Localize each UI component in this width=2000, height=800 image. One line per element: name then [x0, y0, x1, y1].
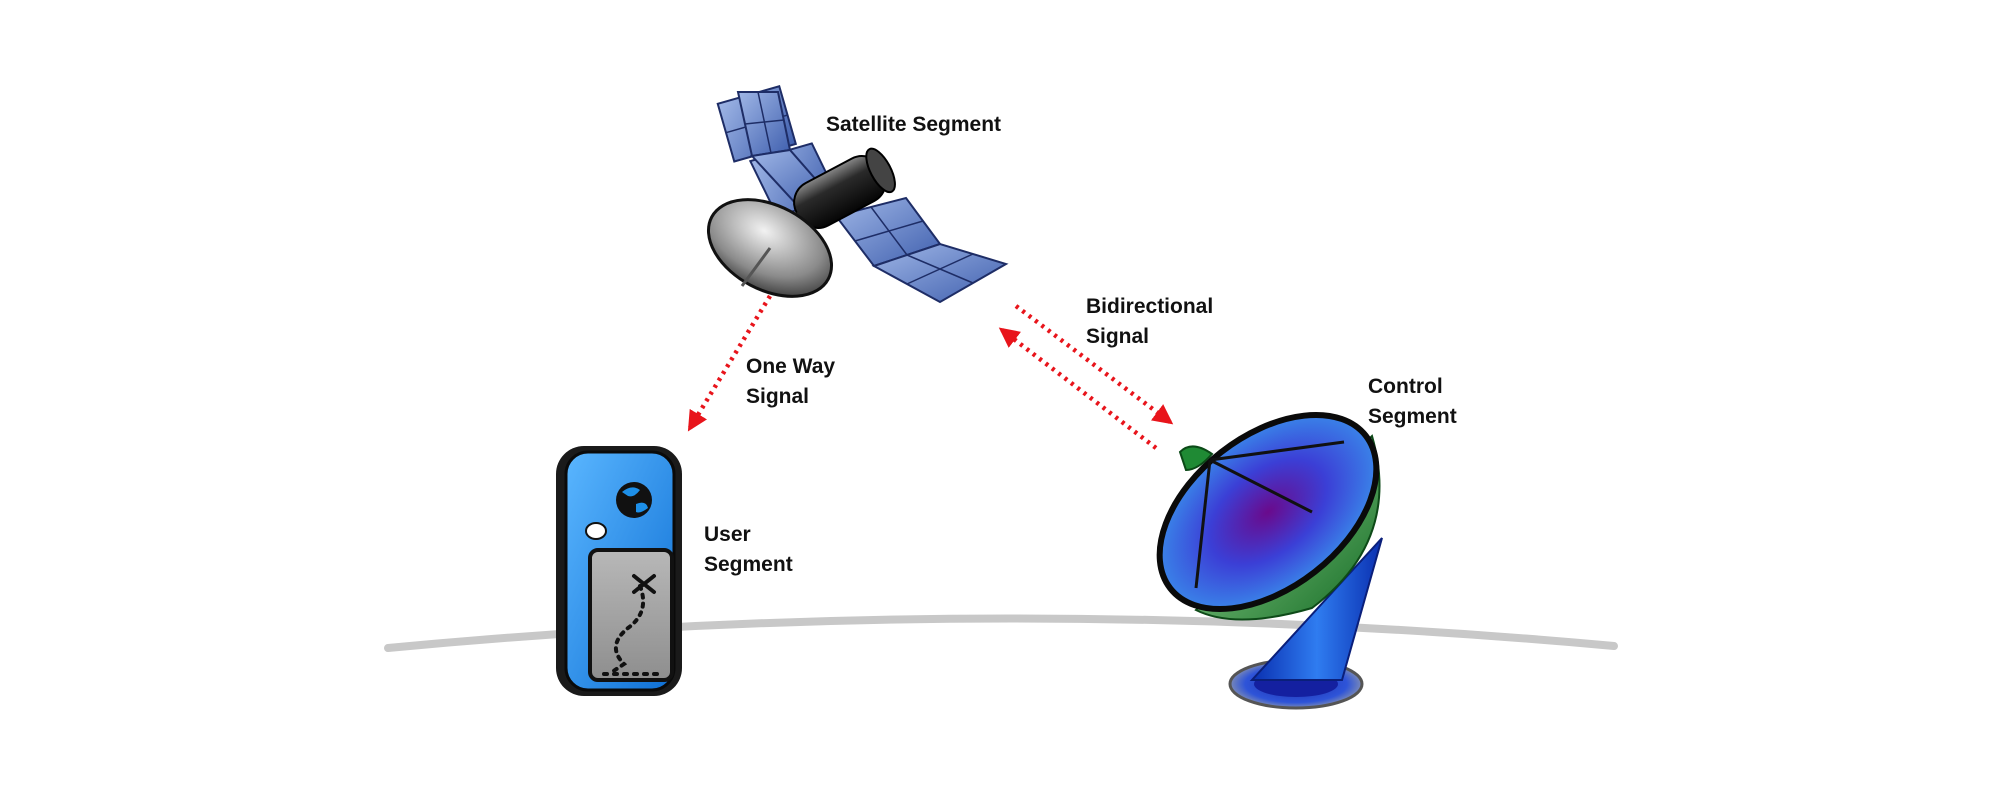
satellite-icon — [706, 84, 1009, 304]
downlink-signal-arrow — [998, 327, 1158, 450]
ground-dish-icon — [1156, 411, 1383, 710]
one-way-signal-arrow — [687, 294, 772, 432]
one-way-signal-label: One Way Signal — [746, 355, 836, 408]
user-segment-label: User Segment — [704, 523, 793, 576]
gps-receiver-icon — [556, 446, 682, 696]
control-segment-label: Control Segment — [1368, 375, 1457, 428]
globe-icon — [616, 482, 652, 518]
uplink-signal-arrow — [1014, 304, 1174, 425]
bidirectional-signal-label: Bidirectional Signal — [1086, 295, 1214, 348]
satellite-segment-label: Satellite Segment — [826, 113, 1002, 136]
